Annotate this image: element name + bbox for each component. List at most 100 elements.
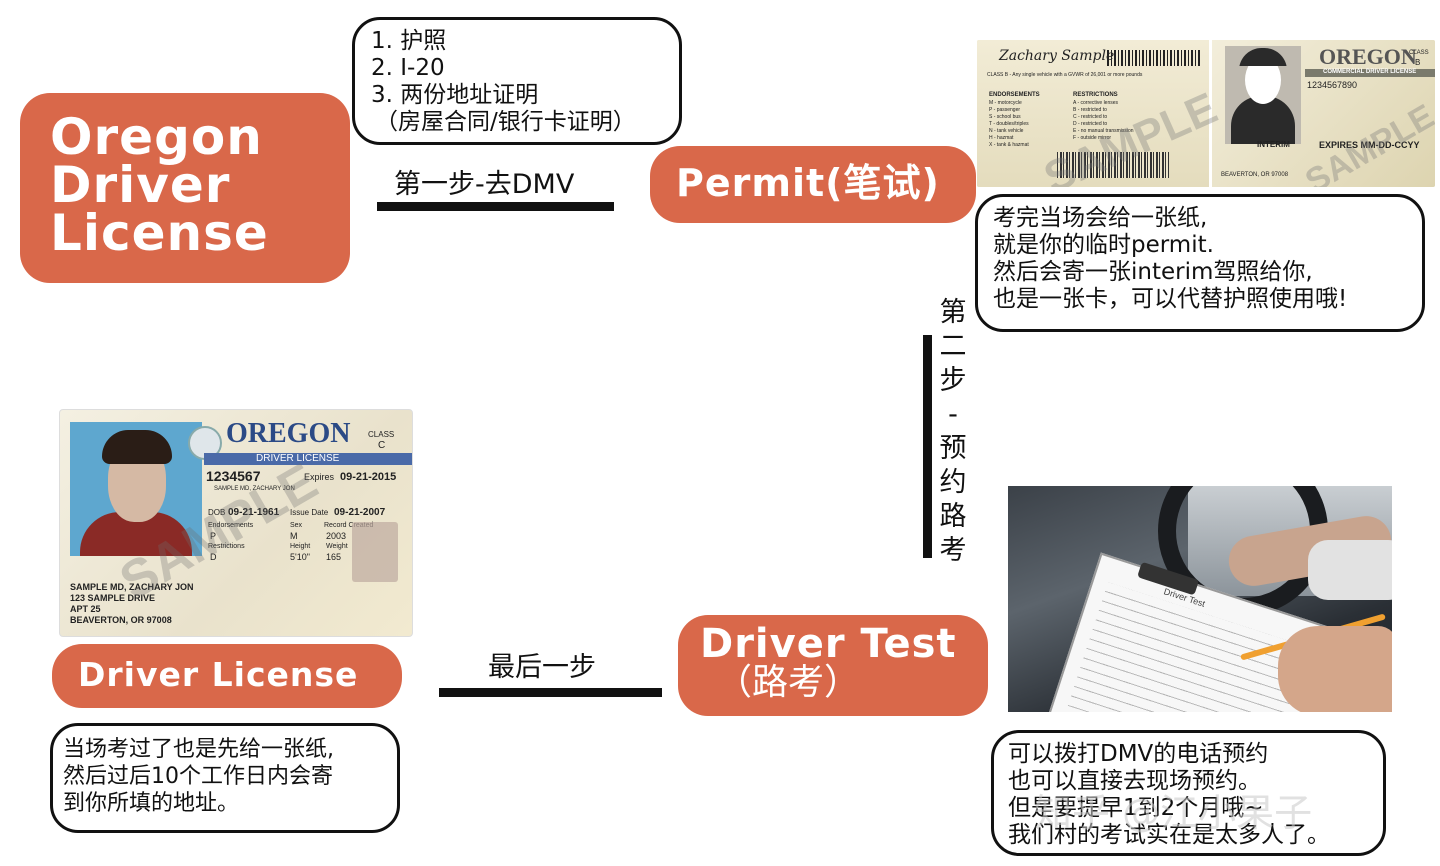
title-line-1: Oregon	[50, 108, 263, 166]
step2-char: 约	[939, 467, 967, 498]
driver-test-box: Driver Test （路考）	[678, 615, 988, 716]
driver-test-note-line: 但是要提早1到2个月哦~	[1008, 795, 1264, 821]
license-dob-label: DOB	[208, 508, 226, 517]
license-weight: 165	[326, 552, 342, 562]
license-sex-label: Sex	[290, 522, 303, 529]
permit-expires: EXPIRES MM-DD-CCYY	[1319, 140, 1420, 150]
person-silhouette-icon	[1231, 96, 1295, 144]
title-line-2: Driver	[50, 156, 231, 214]
license-issue: 09-21-2007	[334, 507, 386, 518]
permit-restrictions-label: RESTRICTIONS	[1073, 92, 1118, 98]
license-number: 1234567	[206, 468, 261, 484]
doc-item: 3. 两份地址证明	[371, 82, 539, 108]
license-issue-label: Issue Date	[290, 508, 329, 517]
license-dob: 09-21-1961	[228, 507, 280, 518]
barcode-icon	[1107, 50, 1201, 66]
permit-title: Permit(笔试)	[676, 161, 940, 205]
step2-label: 第 二 步 - 预 约 路 考	[936, 296, 970, 568]
driver-license-title: Driver License	[78, 655, 359, 694]
permit-class-label: CLASS	[1409, 50, 1429, 56]
permit-photo	[1225, 46, 1301, 144]
license-note-line: 到你所填的地址。	[63, 791, 240, 816]
final-step-line	[439, 688, 662, 697]
license-expires: 09-21-2015	[340, 471, 397, 483]
driver-test-subtitle: （路考）	[716, 662, 861, 703]
address-line: SAMPLE MD, ZACHARY JON	[70, 582, 194, 592]
license-type: DRIVER LICENSE	[256, 453, 340, 464]
restriction-item: A - corrective lenses	[1073, 100, 1119, 106]
driver-test-title: Driver Test	[700, 621, 957, 667]
endorsement-item: X - tank & hazmat	[989, 142, 1029, 148]
license-class-label: CLASS	[368, 430, 395, 439]
title-line-3: License	[50, 204, 269, 262]
step2-char: 第	[939, 297, 967, 328]
hand	[1278, 626, 1392, 712]
card-divider	[1209, 40, 1212, 187]
license-record: 2003	[326, 531, 347, 541]
endorsement-item: T - doubles/triples	[989, 121, 1029, 127]
license-photo	[70, 422, 202, 556]
address-line: 123 SAMPLE DRIVE	[70, 593, 156, 603]
step2-char: 路	[939, 501, 967, 532]
permit-box: Permit(笔试)	[650, 146, 976, 223]
hair-icon	[1239, 48, 1287, 66]
license-address: SAMPLE MD, ZACHARY JON 123 SAMPLE DRIVE …	[70, 582, 194, 626]
doc-item: 2. I-20	[371, 55, 445, 81]
address-line: APT 25	[70, 604, 101, 614]
permit-note-bubble: 考完当场会给一张纸, 就是你的临时permit. 然后会寄一张interim驾照…	[975, 194, 1425, 332]
restriction-item: C - restricted to	[1073, 114, 1108, 120]
license-note-bubble: 当场考过了也是先给一张纸, 然后过后10个工作日内会寄 到你所填的地址。	[50, 723, 400, 833]
permit-card-class-desc: CLASS B - Any single vehicle with a GVWR…	[987, 72, 1143, 78]
doc-item: （房屋合同/银行卡证明）	[375, 109, 636, 135]
pdf417-barcode-icon	[1057, 152, 1169, 178]
title-box: Oregon Driver License	[20, 93, 350, 283]
permit-endorsements-label: ENDORSEMENTS	[989, 92, 1040, 98]
license-ghost-photo	[352, 522, 398, 582]
driver-test-note-line: 也可以直接去现场预约。	[1008, 768, 1261, 794]
driver-test-note-line: 我们村的考试实在是太多人了。	[1008, 822, 1330, 848]
license-expires-label: Expires	[304, 472, 335, 482]
restriction-item: B - restricted to	[1073, 107, 1107, 113]
step2-line	[923, 335, 932, 558]
permit-city: BEAVERTON, OR 97008	[1221, 172, 1289, 178]
step2-char: 考	[939, 535, 967, 566]
license-height-label: Height	[290, 543, 311, 550]
permit-class-value: B	[1415, 58, 1421, 67]
restriction-item: E - no manual transmission	[1073, 128, 1134, 134]
license-card-image: OREGON CLASS C DRIVER LICENSE 1234567 Ex…	[59, 409, 413, 637]
driver-test-note-bubble: 可以拨打DMV的电话预约 也可以直接去现场预约。 但是要提早1到2个月哦~ 我们…	[991, 730, 1386, 856]
license-type-banner	[204, 453, 412, 465]
permit-note-line: 也是一张卡，可以代替护照使用哦!	[993, 286, 1348, 312]
license-endorsements: P	[210, 531, 217, 541]
permit-card-image: Zachary Sample CLASS B - Any single vehi…	[977, 40, 1435, 187]
permit-note-line: 考完当场会给一张纸,	[993, 205, 1208, 231]
permit-type: COMMERCIAL DRIVER LICENSE	[1323, 69, 1417, 75]
endorsement-item: P - passenger	[989, 107, 1021, 113]
step1-label: 第一步-去DMV	[394, 169, 575, 200]
step2-char: 步	[939, 365, 967, 396]
restriction-item: F - outside mirror	[1073, 135, 1112, 141]
step1-line	[377, 202, 614, 211]
permit-endorsements-list: M - motorcycle P - passenger S - school …	[989, 100, 1029, 149]
license-height: 5'10"	[290, 552, 310, 562]
permit-interim: INTERIM	[1257, 140, 1290, 149]
license-record-label: Record Created	[324, 522, 374, 529]
endorsement-item: N - tank vehicle	[989, 128, 1024, 134]
step2-char: -	[948, 399, 958, 430]
license-note-line: 当场考过了也是先给一张纸,	[63, 737, 334, 762]
endorsement-item: H - hazmat	[989, 135, 1014, 141]
permit-note-line: 然后会寄一张interim驾照给你,	[993, 259, 1313, 285]
license-note-line: 然后过后10个工作日内会寄	[63, 764, 333, 789]
driver-license-box: Driver License	[52, 644, 402, 708]
final-step-label: 最后一步	[488, 652, 596, 683]
step2-char: 预	[939, 433, 967, 464]
permit-state: OREGON	[1319, 44, 1417, 69]
driver-sleeve	[1308, 540, 1392, 600]
restriction-item: D - restricted to	[1073, 121, 1108, 127]
hair-icon	[102, 430, 172, 464]
address-line: BEAVERTON, OR 97008	[70, 615, 172, 625]
endorsement-item: M - motorcycle	[989, 100, 1022, 106]
doc-item: 1. 护照	[371, 28, 447, 54]
step2-char: 二	[939, 331, 967, 362]
license-name-small: SAMPLE MD, ZACHARY JON	[214, 486, 295, 492]
